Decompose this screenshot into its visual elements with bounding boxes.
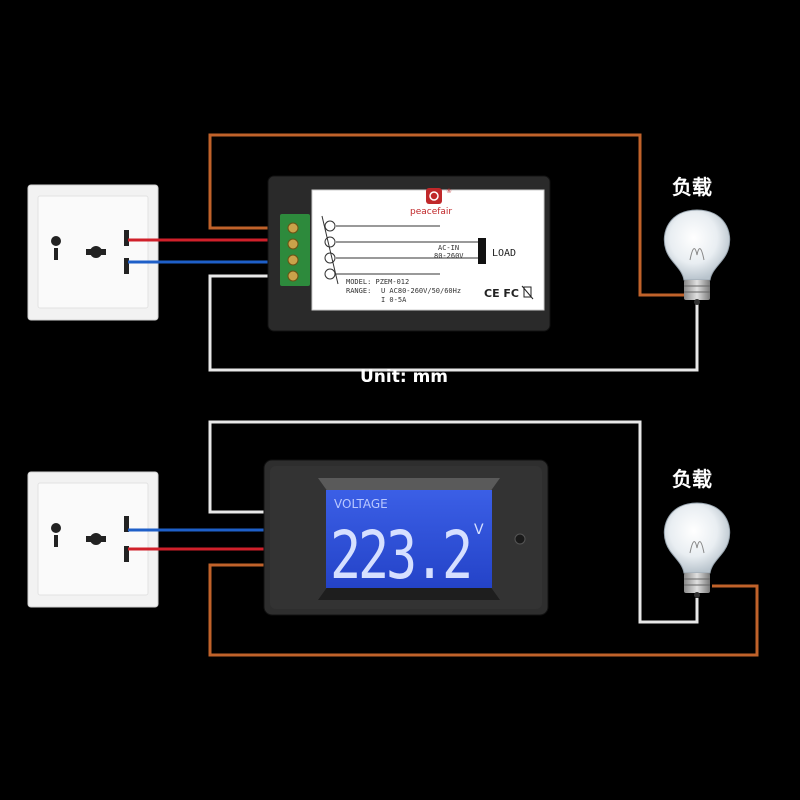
ac-in-range: 80-260V — [434, 252, 464, 260]
white-wire-bottom — [208, 420, 699, 624]
range-current: I 0-5A — [381, 296, 407, 304]
load-label-top: 负载 — [672, 175, 712, 199]
top-diagram: ® peacefair AC-IN 80-260V LOAD MODEL: PZ… — [27, 133, 731, 372]
meter-front-panel: VOLTAGE 223.2 V — [263, 459, 549, 616]
terminal-block — [280, 214, 310, 286]
lightbulb-icon-top — [663, 209, 731, 305]
terminal-screws — [287, 222, 299, 282]
lightbulb-icon-bottom — [663, 502, 731, 598]
model-text: MODEL: PZEM-012 — [346, 278, 409, 286]
weee-bin-icon — [521, 285, 534, 300]
lcd-screen — [326, 490, 492, 588]
bottom-diagram: VOLTAGE 223.2 V 负载 — [27, 420, 759, 657]
lcd-unit: V — [474, 522, 484, 538]
load-label: LOAD — [492, 248, 516, 259]
registered-mark-icon: ® — [446, 188, 452, 195]
orange-wire-bottom — [208, 563, 759, 657]
load-label-bottom: 负载 — [672, 467, 712, 491]
unit-caption: Unit: mm — [360, 367, 448, 387]
lcd-value: 223.2 — [330, 517, 470, 594]
brand-name: peacefair — [410, 207, 452, 217]
wall-socket-top — [27, 184, 159, 321]
peacefair-logo: ® peacefair — [410, 188, 452, 217]
orange-wire-top — [208, 133, 690, 297]
lcd-title: VOLTAGE — [334, 497, 388, 511]
white-wire-top — [208, 274, 699, 372]
certification-marks: CE FC — [484, 287, 519, 300]
range-voltage: U AC80-260V/50/60Hz — [381, 287, 461, 295]
range-label: RANGE: — [346, 287, 371, 295]
meter-back-panel: ® peacefair AC-IN 80-260V LOAD MODEL: PZ… — [267, 175, 551, 332]
ac-in-label: AC-IN — [438, 244, 459, 252]
reset-button[interactable] — [514, 533, 526, 545]
wall-socket-bottom — [27, 471, 159, 608]
